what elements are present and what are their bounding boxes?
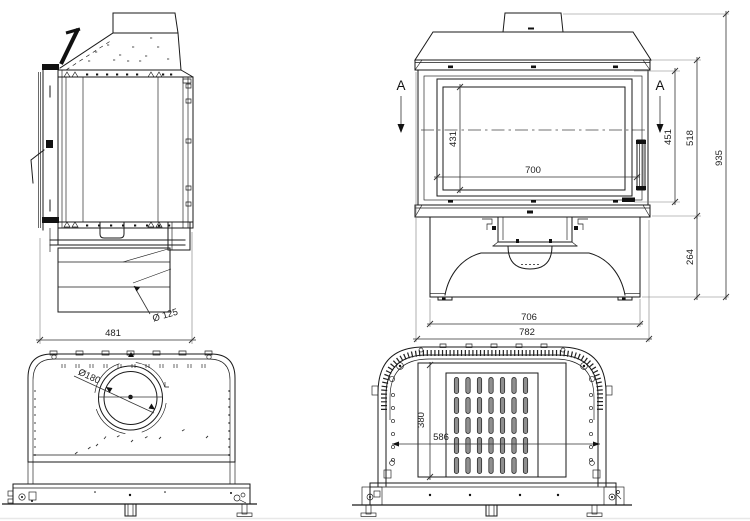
front-view-pedestal: [482, 216, 588, 270]
dim-glass-height: 431: [448, 131, 459, 147]
section-arrow-right: [656, 124, 664, 133]
front-view-door-handle: [636, 139, 646, 191]
front-view-flue-collar: [502, 12, 564, 33]
dim-flue-diameter: Ø180: [76, 367, 102, 387]
front-view-section-marks: A A: [396, 78, 665, 133]
front-view-top-flange: [414, 59, 651, 71]
side-view-inlet-dimension: Ø 125: [133, 285, 179, 325]
rear-view-edge-details: [371, 343, 613, 479]
dim-inlet-diameter: Ø 125: [151, 307, 179, 325]
side-view-base: [49, 221, 191, 313]
dim-total-width: 782: [519, 327, 535, 338]
section-arrow-left: [397, 124, 405, 133]
dim-base-height: 264: [685, 249, 696, 265]
dim-total-height: 935: [714, 150, 725, 166]
dim-body-height: 518: [685, 130, 696, 146]
rear-view-dimensions: 380 586: [392, 361, 600, 481]
front-view-legs: [429, 216, 641, 301]
front-view-body: [417, 69, 649, 206]
rear-view-base-rail: [361, 482, 625, 506]
front-view: A A 431 700: [396, 10, 730, 343]
front-view-pedestal-tongue: [507, 245, 553, 270]
dim-glass-width: 700: [525, 165, 541, 176]
front-view-bottom-flange: [414, 204, 651, 218]
front-view-logo-plate: [622, 197, 635, 202]
side-view-door-pull: [30, 149, 45, 184]
side-view: Ø 125 481: [30, 12, 196, 344]
top-view-edge-clips: [49, 350, 213, 360]
side-view-door-handle-lever: [59, 27, 81, 65]
dim-door-height: 451: [663, 129, 674, 145]
top-view-base-rail: [7, 483, 251, 505]
rear-view-vent-plate: [445, 372, 539, 478]
top-view: Ø180: [2, 350, 257, 517]
dim-side-depth: 481: [105, 328, 121, 339]
side-view-handle-knob: [46, 140, 53, 148]
side-view-body: [57, 69, 194, 239]
side-view-depth-dimension: 481: [36, 232, 196, 344]
side-view-hood: [59, 32, 182, 71]
section-label-a-right: A: [655, 78, 664, 93]
side-view-flue-collar: [112, 12, 179, 34]
front-view-glass: [442, 86, 626, 191]
rear-view: 380 586: [352, 343, 632, 517]
dim-rear-panel-width: 586: [433, 432, 449, 443]
front-view-door-frame: [436, 78, 633, 197]
top-view-texture-marks: [74, 429, 209, 455]
section-label-a-left: A: [396, 78, 405, 93]
dim-rear-panel-height: 380: [416, 412, 427, 428]
side-view-door: [30, 64, 59, 246]
dim-base-width: 706: [521, 312, 537, 323]
top-view-feet: [124, 503, 253, 517]
top-view-flue-outlet: Ø180: [73, 361, 167, 435]
front-view-dimensions: 431 700 451 518 264 935 706: [413, 10, 730, 343]
top-view-rivet-row: [61, 364, 206, 368]
rear-view-feet: [360, 504, 603, 517]
front-view-hood: [414, 31, 652, 61]
